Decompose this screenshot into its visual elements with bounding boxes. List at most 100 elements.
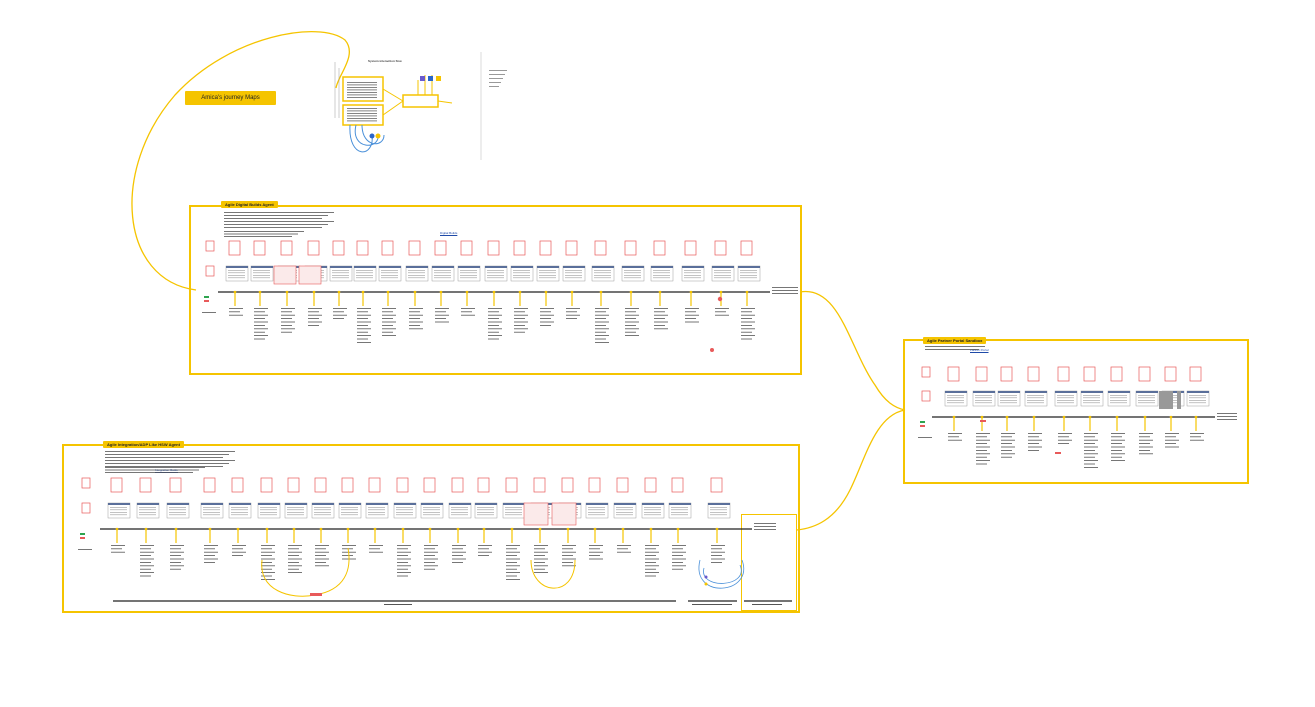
step-screen-bar [167,503,189,505]
step-dot [593,527,597,531]
text-line [382,311,393,313]
text-line [224,224,328,225]
step-screen-bar [108,503,130,505]
text-line [261,548,272,550]
step-screen-line [356,272,373,274]
text-line [645,548,656,550]
step-screen-line [110,512,127,513]
text-line [140,545,154,546]
step-screen-bar [651,266,673,268]
step-screen [420,502,444,519]
step-screen-line [477,509,494,511]
frame-top-link[interactable]: Digital Builds [440,231,458,235]
text-line [506,558,520,560]
text-line [229,311,240,313]
step-screen-line [513,275,530,276]
text-line [254,335,268,336]
text-line [357,314,371,316]
step-box [616,477,629,493]
text-line [1111,443,1122,444]
text-line [925,349,979,350]
text-line [489,82,501,83]
text-line [654,321,668,323]
text-line [1190,436,1201,438]
text-line [711,545,725,546]
step-screen-bar [945,391,967,393]
text-line [357,338,368,340]
step-dot [1194,415,1198,419]
step-screen-line [714,272,731,274]
loop-curve [261,547,350,597]
text-line [741,314,755,316]
text-line [315,565,329,567]
text-line [1111,453,1125,455]
text-line [452,562,463,563]
text-line [672,558,686,560]
step-screen [225,265,249,282]
text-line [461,311,472,313]
system-node [369,133,375,139]
step-screen-line [513,272,530,274]
text-line [625,308,639,309]
frame-bottom [62,444,800,613]
step-screen [448,502,472,519]
step-screen-bar [339,503,361,505]
text-line [224,233,298,235]
text-line [489,86,499,87]
text-line [478,555,489,556]
text-line [595,328,609,330]
loop-tag [310,593,322,596]
step-dot [745,290,749,294]
step-screen [200,502,224,519]
step-dot [285,290,289,294]
text-line [1111,456,1122,458]
step-box [307,240,320,256]
text-line [672,565,686,567]
text-line [1139,433,1153,434]
step-box [1138,366,1151,382]
text-line [382,308,396,309]
text-line [595,321,609,323]
step-screen-line [231,514,248,516]
step-screen-line [287,509,304,511]
step-box [671,477,684,493]
text-line [1001,446,1015,448]
text-line [595,318,606,319]
step-screen-line [565,277,582,279]
text-line [1217,413,1237,414]
frame-top [189,205,802,375]
step-screen-line [1083,402,1100,404]
step-screen [510,265,534,282]
text-line [741,321,755,323]
text-line [772,293,798,294]
text-line [347,113,377,114]
text-line [424,558,438,560]
text-line [140,568,151,570]
text-line [1111,436,1122,438]
step-screen-line [253,275,270,276]
row-icon [81,477,91,489]
frame-right-link[interactable]: Partner Portal [970,348,989,352]
text-line [1165,436,1176,438]
step-screen [502,502,526,519]
text-line [595,335,609,336]
text-line [224,215,328,216]
step-box [740,240,753,256]
text-line [281,331,292,333]
step-screen-line [714,275,731,276]
text-line [435,318,446,319]
text-line [1190,439,1204,441]
text-line [315,558,329,560]
step-screen [365,502,389,519]
text-line [754,526,776,527]
step-box [381,240,394,256]
step-screen [1080,390,1104,407]
step-screen-line [477,514,494,516]
text-line [452,555,463,556]
step-screen-line [477,507,494,508]
text-line [625,311,636,313]
text-line [562,545,576,546]
text-line [976,463,987,465]
text-line [645,572,659,573]
